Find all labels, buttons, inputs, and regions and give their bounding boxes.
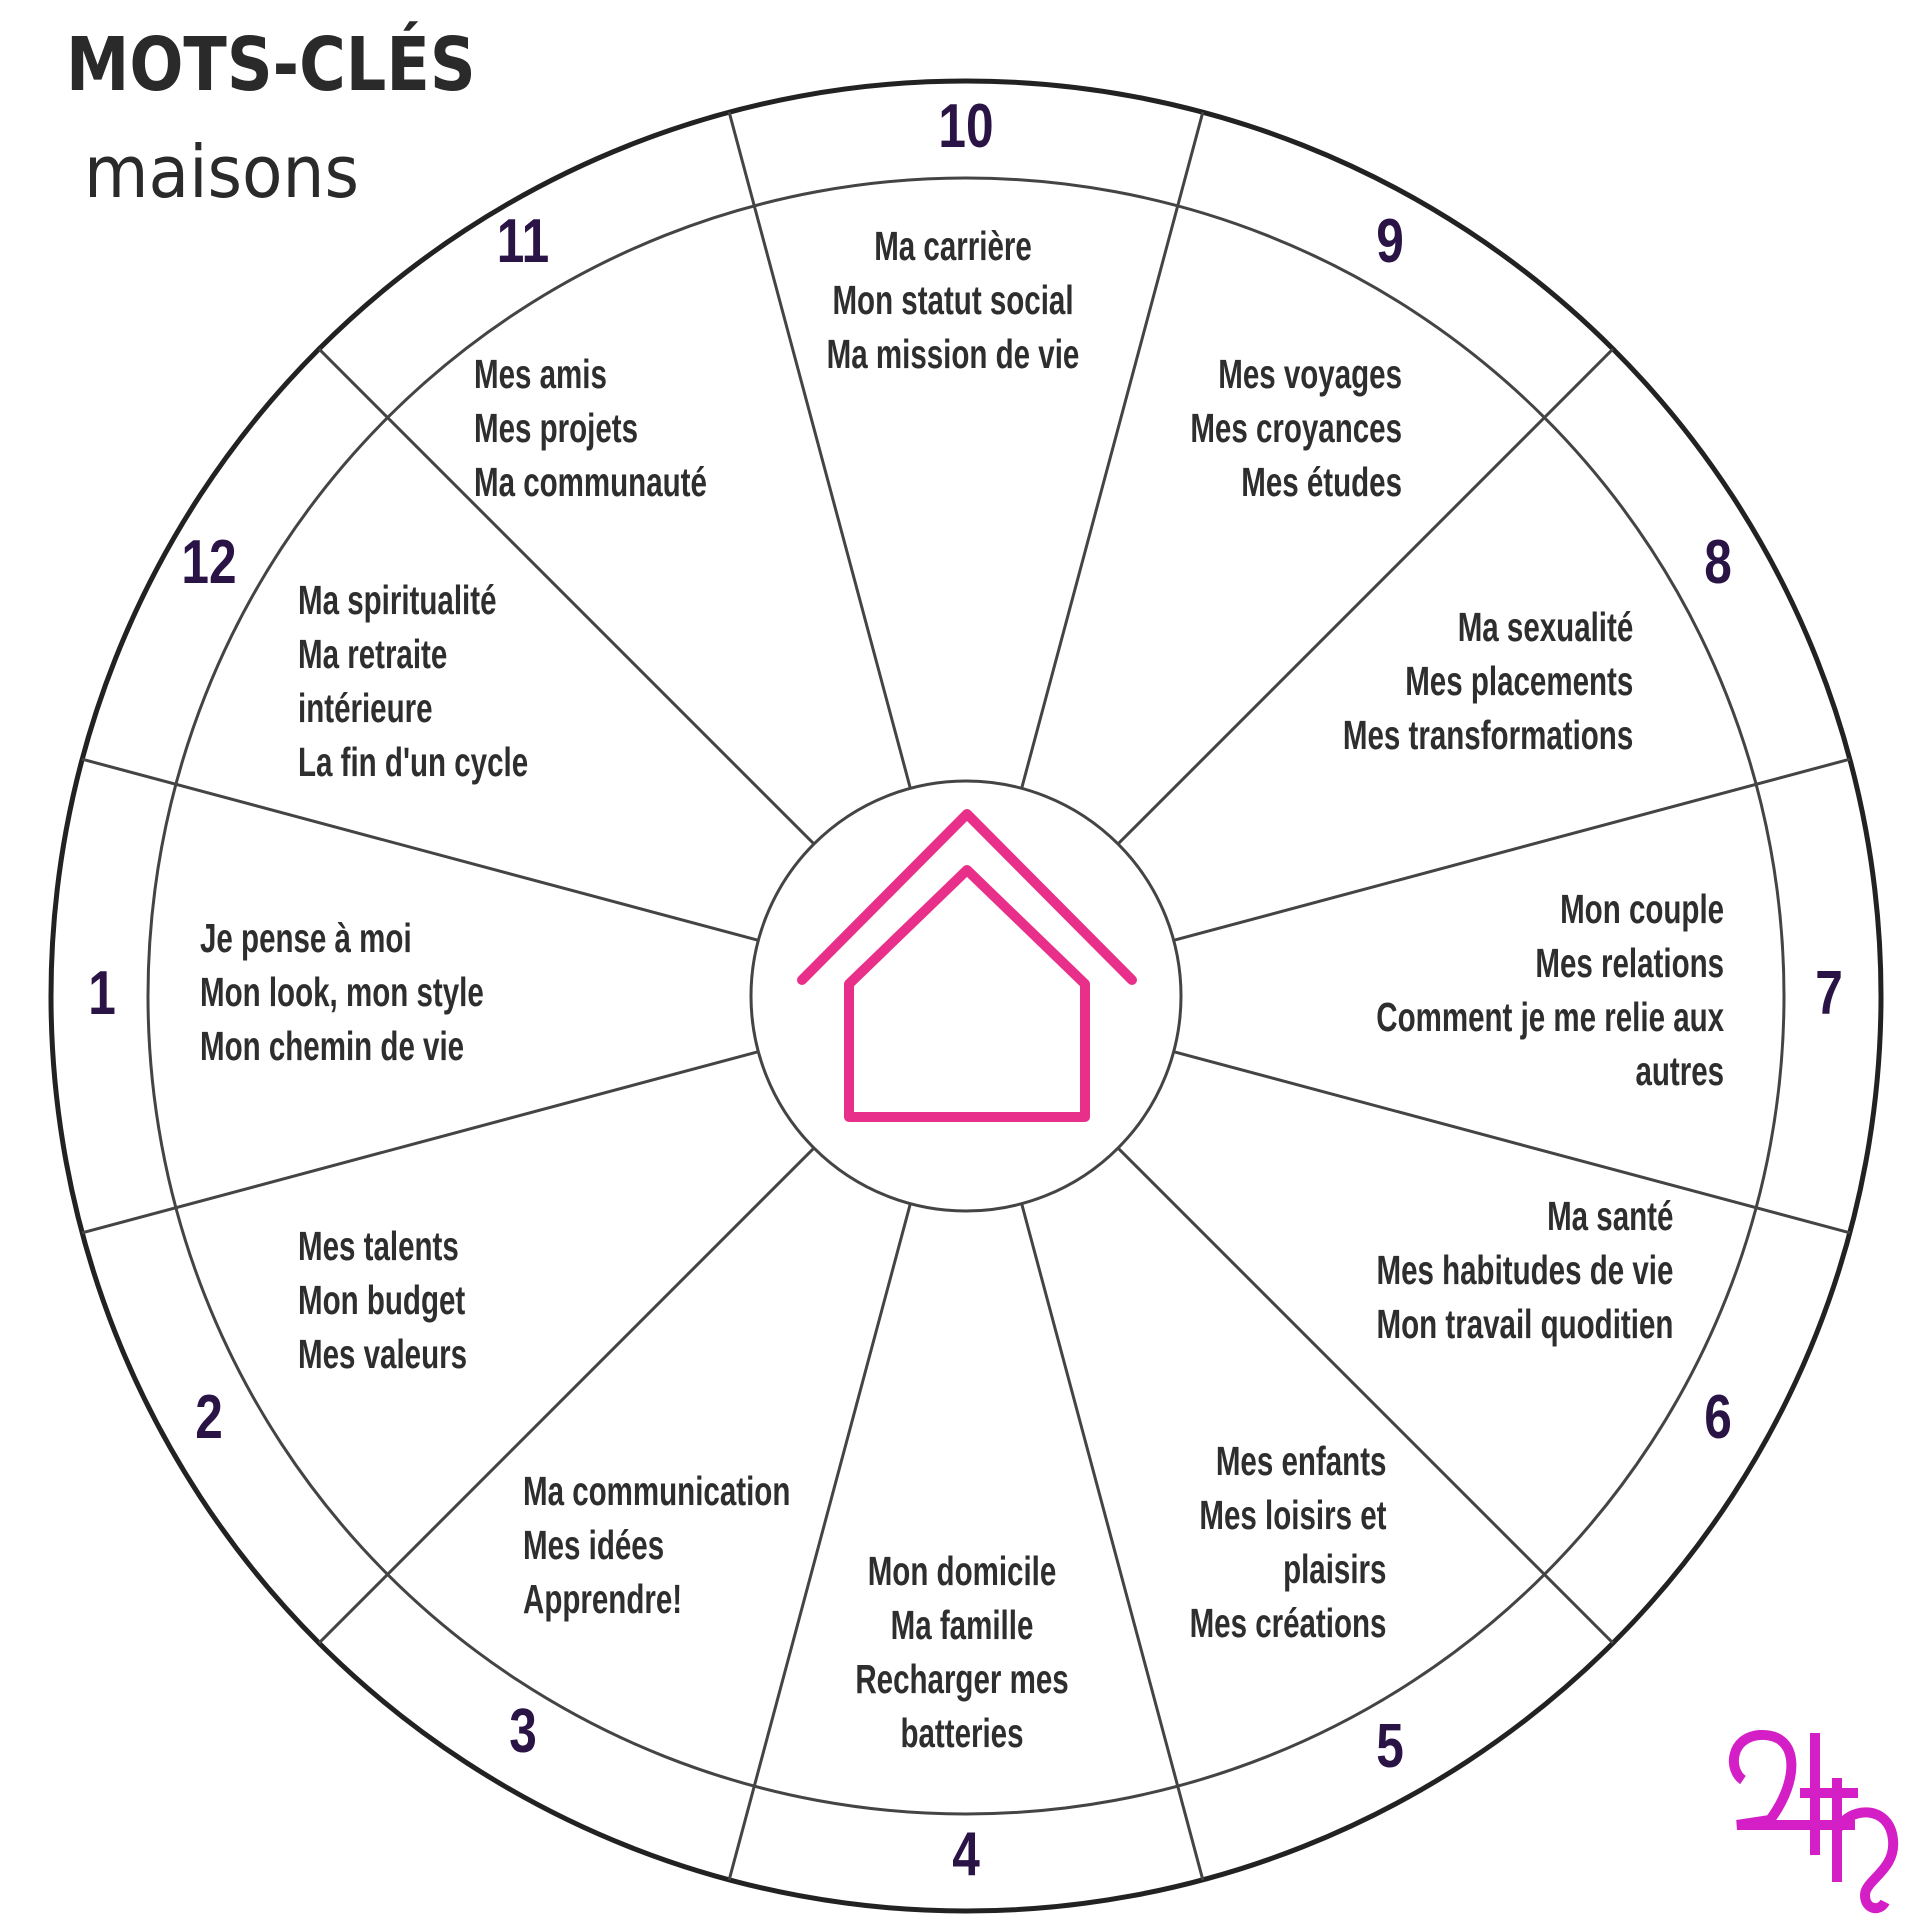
house-divider-line (81, 1050, 759, 1235)
house-number-12: 12 (181, 528, 237, 597)
house-number-11: 11 (496, 207, 550, 276)
house-divider-line (81, 757, 759, 942)
keyword: Mes transformations (1342, 712, 1633, 758)
keyword: Mes idées (523, 1522, 665, 1568)
house-2-keywords: Mes talents Mon budget Mes valeurs (298, 1219, 467, 1381)
title-line-2: maisons (84, 130, 360, 214)
house-number-2: 2 (195, 1383, 223, 1452)
center-circle (749, 779, 1183, 1213)
house-11-keywords: Mes amis Mes projets Ma communauté (474, 347, 707, 509)
house-number-4: 4 (952, 1820, 980, 1889)
house-divider-line (1020, 1203, 1205, 1881)
keyword: autres (1635, 1048, 1724, 1094)
house-6-keywords: Ma santé Mes habitudes de vie Mon travai… (1376, 1189, 1673, 1351)
keyword: Je pense à moi (200, 915, 412, 961)
title-line-1: MOTS-CLÉS (66, 22, 476, 108)
house-number-7: 7 (1815, 959, 1843, 1028)
keyword: Ma spiritualité (298, 577, 497, 623)
jupiter-saturn-logo-icon (1728, 1730, 1899, 1914)
house-number-5: 5 (1376, 1712, 1404, 1781)
keyword: Ma communication (523, 1468, 791, 1514)
keyword: batteries (900, 1710, 1024, 1756)
house-dividers (81, 111, 1851, 1881)
keyword: Ma carrière (874, 223, 1032, 269)
house-divider-line (727, 111, 912, 789)
house-icon (797, 809, 1137, 1122)
house-divider-line (1116, 1146, 1615, 1645)
keyword: La fin d'un cycle (298, 739, 529, 785)
keyword: Mon chemin de vie (200, 1023, 465, 1069)
keyword: Apprendre! (523, 1576, 683, 1622)
keyword: Ma santé (1546, 1193, 1673, 1239)
house-5-keywords: Mes enfants Mes loisirs et plaisirs Mes … (1189, 1434, 1386, 1650)
keyword: Mes habitudes de vie (1376, 1247, 1673, 1293)
keyword: Mes valeurs (298, 1331, 468, 1377)
keyword: Mon travail quoditien (1376, 1301, 1673, 1347)
keyword: Mes talents (298, 1223, 459, 1269)
keyword: Mes projets (474, 405, 639, 451)
house-number-8: 8 (1704, 528, 1732, 597)
house-divider-line (317, 1146, 816, 1645)
keyword: Mon statut social (832, 277, 1074, 323)
keyword: Recharger mes (855, 1656, 1069, 1702)
house-number-9: 9 (1376, 207, 1404, 276)
keyword: Mes créations (1189, 1600, 1386, 1646)
house-12-keywords: Ma spiritualité Ma retraite intérieure L… (298, 573, 528, 789)
house-number-10: 10 (938, 92, 994, 161)
house-divider-line (317, 347, 816, 846)
keyword: Mes amis (474, 351, 607, 397)
keyword: Mon look, mon style (200, 969, 484, 1015)
keyword: Mes voyages (1218, 351, 1402, 397)
house-divider-line (1173, 1050, 1851, 1235)
keyword: Ma communauté (474, 459, 707, 505)
keyword: Mon domicile (867, 1548, 1057, 1594)
keyword: Mes croyances (1190, 405, 1402, 451)
house-9-keywords: Mes voyages Mes croyances Mes études (1190, 347, 1402, 509)
house-divider-line (1020, 111, 1205, 789)
house-divider-line (1173, 757, 1851, 942)
house-number-1: 1 (88, 959, 116, 1028)
house-number-6: 6 (1704, 1383, 1732, 1452)
keyword: Mes placements (1404, 658, 1633, 704)
keyword: Mon couple (1560, 886, 1724, 932)
house-8-keywords: Ma sexualité Mes placements Mes transfor… (1343, 600, 1633, 762)
keyword: Mes loisirs et (1198, 1492, 1386, 1538)
keyword: Ma mission de vie (826, 331, 1080, 377)
number-ring-circle (146, 176, 1786, 1816)
keyword: Ma sexualité (1457, 604, 1633, 650)
house-divider-line (727, 1203, 912, 1881)
keyword: Mes études (1241, 459, 1402, 505)
house-1-keywords: Je pense à moi Mon look, mon style Mon c… (200, 911, 484, 1073)
house-10-keywords: Ma carrière Mon statut social Ma mission… (737, 219, 1169, 381)
keyword: Ma retraite (298, 631, 448, 677)
keyword: Comment je me relie aux (1376, 994, 1724, 1040)
keyword: Ma famille (890, 1602, 1034, 1648)
house-divider-line (1116, 347, 1615, 846)
house-number-3: 3 (509, 1697, 537, 1766)
house-4-keywords: Mon domicile Ma famille Recharger mes ba… (746, 1544, 1178, 1760)
keyword: Mes enfants (1215, 1438, 1386, 1484)
house-3-keywords: Ma communication Mes idées Apprendre! (523, 1464, 790, 1626)
keyword: Mon budget (298, 1277, 466, 1323)
keyword: plaisirs (1282, 1546, 1386, 1592)
house-7-keywords: Mon couple Mes relations Comment je me r… (1376, 882, 1724, 1098)
keyword: Mes relations (1535, 940, 1724, 986)
keyword: intérieure (298, 685, 433, 731)
outer-circle (48, 78, 1884, 1914)
